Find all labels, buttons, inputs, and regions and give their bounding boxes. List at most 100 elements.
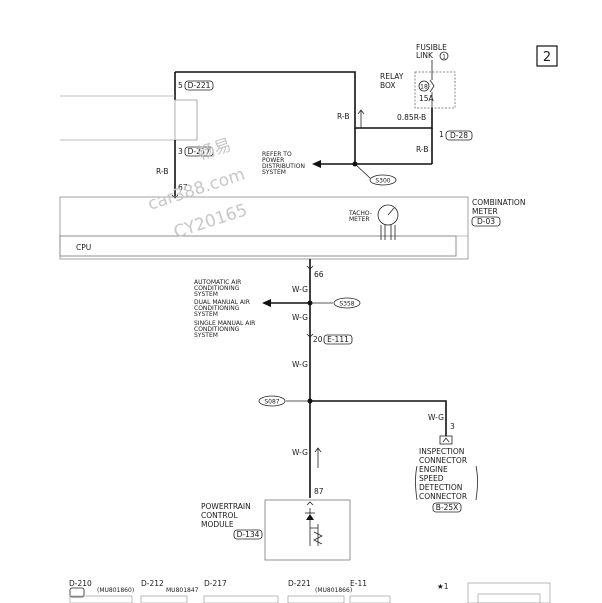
inspection-label-5: DETECTION [419,483,462,492]
inspection-bracket-left [415,465,418,501]
inspection-code-box [432,502,462,513]
ac-system-line3: SYSTEM [194,291,218,298]
star-connector-shape [467,582,551,603]
e111-chevron [306,333,314,338]
fusible-link-number-circle [439,51,449,61]
s300-leader [354,163,371,179]
fuse-symbol [429,72,435,108]
d28-code: D-28 [450,131,468,140]
e111-code-box [323,334,353,345]
wire-085rb-label: 0.85R-B [397,113,426,122]
pcm-code-box [233,529,263,540]
ac-system-line2: CONDITIONING [194,285,240,292]
wire-wg-label-3: W-G [292,360,308,369]
bottom-connector-code-2: D-212 [141,579,164,588]
ac-system-line1: AUTOMATIC AIR [194,279,241,286]
d28-code-box [445,130,473,141]
splice-s300-oval [369,174,397,186]
fusible-link-label: FUSIBLE [416,43,447,52]
inspection-label-4: SPEED [419,474,444,483]
fusible-link-number: 1 [442,54,446,61]
ac-system-line9: SYSTEM [194,332,218,339]
splice-s300: S300 [375,178,390,185]
pcm-label-2: CONTROL [201,511,238,520]
wire-rb-label-right: R-B [416,145,429,154]
pcm-label-1: POWERTRAIN [201,502,251,511]
cpu-block [59,235,457,257]
wire-rb-label-left: R-B [156,167,169,176]
pin-3: 3 [450,422,455,431]
splice-s087: S087 [264,399,279,406]
inspection-connector-terminal [439,435,453,445]
bottom-connector-shape-2 [140,595,188,603]
ac-system-line6: SYSTEM [194,311,218,318]
bottom-connector-note-2: MU801847 [166,587,199,594]
d217-code-box [184,146,214,157]
bottom-connector-code-5: E-11 [350,579,367,588]
pin-87: 87 [314,487,324,496]
tachometer-label: TACHO- [348,210,372,217]
current-arrow-up [357,109,365,128]
wire-wg-label-2: W-G [292,313,308,322]
bottom-connector-code-1: D-210 [69,579,92,588]
splice-s358-oval [333,297,361,309]
relay-box-label: RELAY [380,72,404,81]
inspection-label-3: ENGINE [419,465,448,474]
ac-branch-arrow [262,299,271,307]
d28-pin: 1 [439,130,444,139]
ac-system-line8: CONDITIONING [194,326,240,333]
bottom-connector-shape-4 [287,595,345,603]
pcm-diode-icon [306,514,314,520]
wire-rb-label-mid: R-B [337,112,350,121]
combination-meter-frame [59,196,469,260]
d221-pin: 5 [178,81,183,90]
d221-code: D-221 [188,81,211,90]
pin-67-chevron [171,194,179,199]
e111-pin: 20 [313,335,323,344]
fusible-link-label-2: LINK [416,51,434,60]
fuse-number: 18 [420,84,428,91]
combination-meter-label-2: METER [472,207,498,216]
pin-66: 66 [314,270,324,279]
joint-connector-box [174,99,198,141]
page-number-box [536,45,558,67]
tachometer-label-2: METER [349,216,370,223]
refer-power-line1: REFER TO [262,151,292,158]
tachometer-needle [387,207,395,216]
fuse-amperage: 15A [419,94,435,103]
refer-power-line3: DISTRIBUTION [262,163,305,170]
fuse-number-circle [418,80,430,92]
bottom-connector-box-1 [69,587,85,598]
d217-code: D-217 [188,147,211,156]
wire-wg-label-4: W-G [292,448,308,457]
bottom-connector-shape-3 [203,595,279,603]
refer-power-line4: SYSTEM [262,169,286,176]
combination-meter-code-box [471,216,501,227]
ac-system-line5: CONDITIONING [194,305,240,312]
pcm-internal-circuit [309,508,323,546]
inspection-branch-wire [310,400,447,436]
pcm-label-3: MODULE [201,520,234,529]
inspection-terminal-chevron [442,437,450,443]
e111-code: E-111 [327,335,349,344]
combination-meter-code: D-03 [477,217,495,226]
tachometer-leads [380,225,396,240]
bottom-connector-code-3: D-217 [204,579,227,588]
star-note: ★1 [437,582,449,591]
cpu-label: CPU [76,243,91,252]
pin-66-chevron [306,265,314,270]
pin-67: 67 [178,183,188,192]
page-number: 2 [543,50,551,65]
bottom-connector-shape-1 [69,595,133,603]
inspection-label-6: CONNECTOR [419,492,467,501]
refer-power-arrow [312,160,321,168]
inspection-code: B-25X [436,503,459,512]
refer-power-line2: POWER [262,157,284,164]
inspection-label-2: CONNECTOR [419,456,467,465]
inspection-label-1: INSPECTION [419,447,464,456]
d217-pin: 3 [178,147,183,156]
current-arrow-up-lower [314,447,322,468]
wire-wg-label-5: W-G [428,413,444,422]
pcm-input-chevron [306,501,314,506]
star-connector-inner [477,593,541,603]
